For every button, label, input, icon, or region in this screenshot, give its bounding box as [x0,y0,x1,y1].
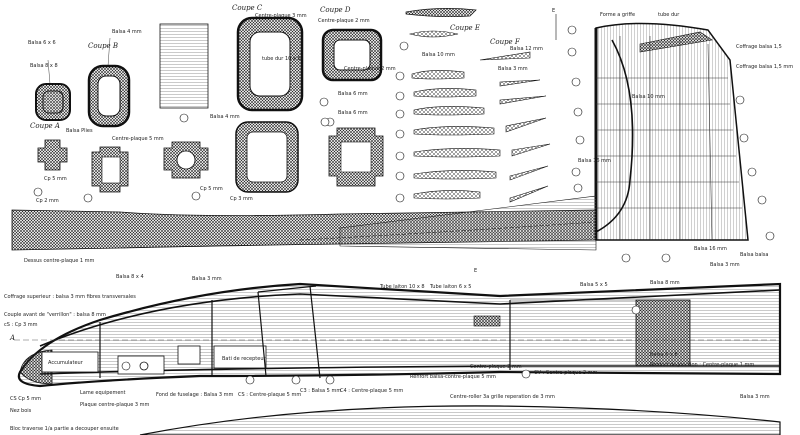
label-balsa-8mm: Balsa 8 mm [650,280,680,286]
label-coffrage-1: Coffrage balsa 1,5 [736,44,782,50]
label-tube-dur-top: tube dur [658,12,680,18]
label-balsa-4mm: Balsa 4 mm [112,29,142,35]
label-balsa-6x6: Balsa 6 x 6 [28,40,56,46]
label-radio: Accumulateur [48,360,84,366]
section-c-title: Coupe C [232,4,263,12]
label-lame-equip: Lame equipement [80,390,126,396]
label-balsa-6mm: Balsa 6 mm [338,91,368,97]
label-forme: Forme a griffe [600,12,635,18]
section-c-panel [159,23,209,109]
label-balsa-8x4: Balsa 8 x 4 [116,274,144,280]
label-tube-laiton-2: Tube laiton 6 x 5 [429,284,471,290]
section-a: Coupe A Balsa 6 x 6 Balsa 8 x 8 [28,40,71,130]
label-cp-2mm-fus: Centre-plaque 2 mm [470,364,522,370]
label-balsa-4mm-c: Balsa 4 mm [210,114,240,120]
label-cp-5mm-b: Cp 5 mm [200,186,223,192]
label-cp-2mm: Cp 2 mm [36,198,59,204]
section-f-title: Coupe F [490,38,521,46]
label-renfort-jonction: Renfort de jonction : Centre-plaque 1 mm [650,362,754,368]
label-balsa-8x8: Balsa 8 x 8 [30,63,58,69]
label-tube-dur: tube dur 10 x 8 [262,56,301,62]
label-plaque-centre: Plaque centre-plaque 3 mm [80,402,150,408]
label-balsa-6mm-d2: Balsa 6 mm [338,110,368,116]
formers-row: Cp 5 mm Cp 2 mm Cp 5 mm Cp 3 mm [33,117,384,204]
label-a-left: A [9,334,15,342]
label-centre-plaque-2mm-d: Centre-plaque 2 mm [344,66,396,72]
label-balsa-6-8: Balsa 6 x 8 [650,352,678,358]
label-balsa-5x5: Balsa 5 x 5 [580,282,608,288]
fuselage-side: Balsa 8 x 4 Balsa 3 mm Tube laiton 10 x … [4,268,782,432]
section-a-title: Coupe A [30,122,60,130]
label-tube-laiton: Tube laiton 10 x 8 [379,284,425,290]
label-balsa-10mm: Balsa 10 mm [422,52,455,58]
label-cs-cp-5b: CS : Centre-plaque 5 mm [238,392,301,398]
former-1 [37,139,68,171]
label-balsa-3mm-fus: Balsa 3 mm [192,276,222,282]
label-cote-e: E [474,268,477,274]
fin-outline [595,22,749,241]
label-balsa-12mm: Balsa 12 mm [510,46,543,52]
label-balsa-16: Balsa 16 mm [578,158,611,164]
fin-callouts [567,25,775,263]
label-coupe-e-top: E [552,8,555,14]
rib-callouts [395,71,405,203]
section-d: Coupe D Centre-plaque 2 mm Centre-plaque… [318,6,396,127]
label-bloc-tr: Bloc traverse 1/a partie a decouper ensu… [10,426,119,432]
section-b: Coupe B Balsa 4 mm Balsa Plies Centre-pl… [66,29,164,142]
label-coffrage-sup: Coffrage superieur : balsa 3 mm fibres t… [4,294,136,300]
rib-profiles: Coupe E Balsa 10 mm Coupe F Balsa 12 mm … [395,8,551,203]
section-e-title: Coupe E [450,24,480,32]
wing-bottom [139,405,781,435]
label-centre-plaque-2mm: Centre-plaque 2 mm [318,18,370,24]
label-balsa-16-b: Balsa 16 mm [694,246,727,252]
label-renfort: Renfort balsa-contre-plaque 5 mm [410,374,496,380]
section-d-title: Coupe D [320,6,351,14]
label-reservoir: Bati de recepteur [222,356,266,362]
label-cv-centre: CV : Centre-plaque 3 mm [534,370,598,376]
label-balsa-pliee: Balsa Plies [66,128,93,134]
label-couple-avant: Couple avant de "verrillon" : balsa 8 mm [4,312,106,318]
label-c3-balsa: C3 : Balsa 5 mm [300,388,341,394]
label-balsa-bot-3: Balsa 3 mm [710,262,740,268]
section-c: Coupe C Centre-plaque 3 mm tube dur 10 x… [159,4,307,123]
label-cp-3mm: Cp 3 mm [230,196,253,202]
fin-plan: Forme a griffe tube dur Coffrage balsa 1… [552,8,793,268]
label-cs-cp-5: CS Cp 5 mm [10,396,41,402]
fuselage-outline [17,282,782,388]
label-cs-cp: cS : Cp 3 mm [4,322,38,328]
section-b-title: Coupe B [88,42,118,50]
label-dessus-cp: Dessus centre-plaque 1 mm [24,258,95,264]
label-balsa-10-fin: Balsa 10 mm [632,94,665,100]
label-coffrage-2: Coffrage balsa 1,5 mm [736,64,793,70]
label-fond: Fond de fuselage : Balsa 3 mm [156,392,233,398]
label-cp-5mm: Cp 5 mm [44,176,67,182]
label-balsa-bottom: Balsa balsa [740,252,768,258]
rib-top [405,8,477,18]
label-centre-roller: Centre-roller 3a grille reperation de 3 … [450,394,555,400]
rib-stack [411,70,551,203]
label-nez: Nez bois [10,408,32,414]
label-balsa-3mm-e: Balsa 3 mm [498,66,528,72]
tail-boom: Dessus centre-plaque 1 mm [11,195,597,264]
label-c4-centre: C4 : Centre-plaque 5 mm [340,388,403,394]
label-balsa-3mm-r: Balsa 3 mm [740,394,770,400]
label-centre-plaque-3mm: Centre-plaque 3 mm [255,13,307,19]
label-centre-plaque-5mm-b: Centre-plaque 5 mm [112,136,164,142]
